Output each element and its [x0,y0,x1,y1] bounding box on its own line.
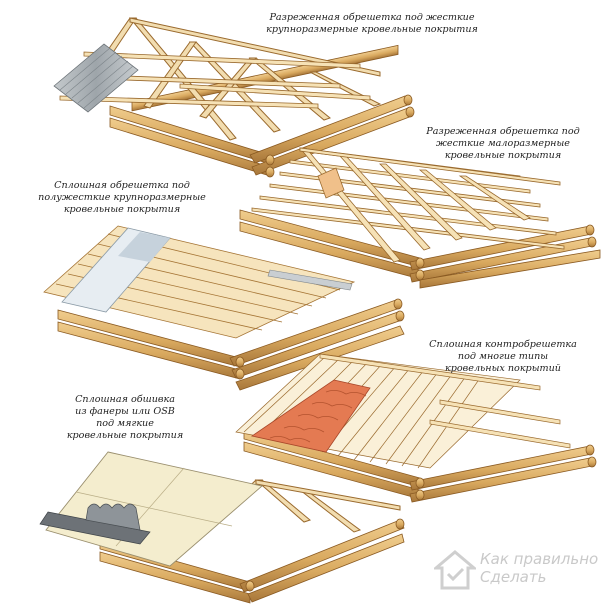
log-wall [57,298,405,391]
clay-tiles [251,379,371,453]
roofing-sheet [61,227,171,313]
caption-sparse-small-rigid: Разреженная обрешетка под жесткие малора… [418,126,588,162]
caption-line: Разреженная обрешетка под [426,126,580,137]
caption-line: кровельные покрытия [63,204,181,215]
soft-shingles [39,503,151,545]
caption-line: кровельные покрытия [66,430,184,441]
caption-line: крупноразмерные кровельные покрытия [266,24,478,35]
roof-plywood-osb [39,451,405,604]
caption-line: Разреженная обрешетка под жесткие [269,12,475,23]
caption-line: из фанеры или OSB [75,406,175,417]
battens [251,147,565,263]
osb-panel [45,451,263,567]
battens [59,51,371,109]
caption-line: полужесткие крупноразмерные [38,192,206,203]
roof-sparse-small-rigid [239,147,601,289]
roof-counter-battens [235,353,597,503]
caption-line: кровельные покрытия [444,150,562,161]
caption-line: под многие типы [457,351,549,362]
roof-sparse-large-rigid [53,17,415,178]
roof-continuous-semirigid [43,225,405,391]
log-wall [239,209,601,289]
log-wall [243,429,597,503]
house-icon [434,550,476,590]
caption-plywood-osb: Сплошная обшивка из фанеры или OSB под м… [50,394,200,442]
caption-line: Сплошная обшивка [75,394,175,405]
rafters [89,17,382,141]
watermark-line2: Сделать [480,568,547,586]
caption-continuous-semirigid: Сплошная обрешетка под полужесткие крупн… [22,180,222,216]
log-wall [99,518,405,604]
corrugated-slate-sheet [53,43,139,113]
caption-line: Сплошная обрешетка под [54,180,190,191]
ridge-cap [267,269,353,291]
caption-line: под мягкие [96,418,154,429]
watermark-line1: Как правильно [480,550,599,568]
caption-line: жесткие малоразмерные [436,138,570,149]
caption-line: Сплошная контробрешетка [429,339,577,350]
caption-counter-battens: Сплошная контробрешетка под многие типы … [418,339,588,375]
caption-line: кровельных покрытий [445,363,561,374]
caption-sparse-large-rigid: Разреженная обрешетка под жесткие крупно… [262,12,482,36]
watermark: Как правильно Сделать [430,548,598,592]
